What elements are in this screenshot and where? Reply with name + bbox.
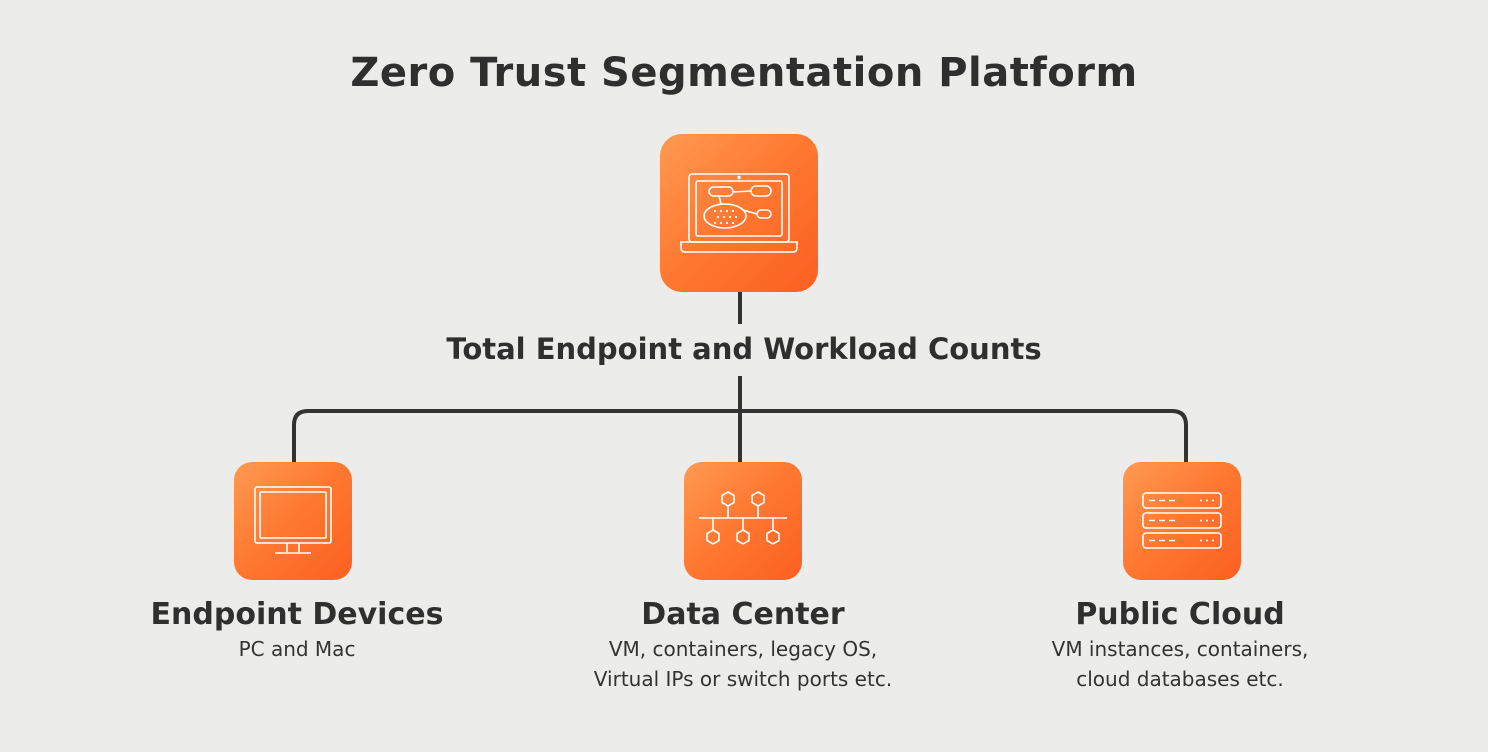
network-topology-icon [699, 491, 787, 545]
hub-label: Total Endpoint and Workload Counts [446, 332, 1042, 366]
endpoint-devices-node: Endpoint Devices PC and Mac [97, 596, 497, 664]
diagram-title: Zero Trust Segmentation Platform [350, 50, 1138, 96]
data-center-desc-line-1: VM, containers, legacy OS, [608, 637, 878, 661]
public-cloud-desc-line-1: VM instances, containers, [1051, 637, 1309, 661]
server-stack-icon [1142, 492, 1222, 549]
endpoint-devices-title: Endpoint Devices [150, 597, 444, 632]
data-center-title: Data Center [641, 597, 845, 632]
hub-tile [660, 134, 818, 292]
endpoint-devices-tile [234, 462, 352, 580]
public-cloud-desc-line-2: cloud databases etc. [1076, 667, 1284, 691]
public-cloud-node: Public Cloud VM instances, containers, c… [980, 596, 1380, 694]
data-center-desc-line-2: Virtual IPs or switch ports etc. [593, 667, 893, 691]
public-cloud-tile [1123, 462, 1241, 580]
endpoint-devices-desc-line-1: PC and Mac [238, 637, 356, 661]
data-center-tile [684, 462, 802, 580]
laptop-network-icon [680, 173, 798, 253]
monitor-icon [254, 486, 332, 554]
public-cloud-title: Public Cloud [1075, 597, 1285, 632]
data-center-node: Data Center VM, containers, legacy OS, V… [543, 596, 943, 694]
branch-connector [292, 409, 1188, 462]
